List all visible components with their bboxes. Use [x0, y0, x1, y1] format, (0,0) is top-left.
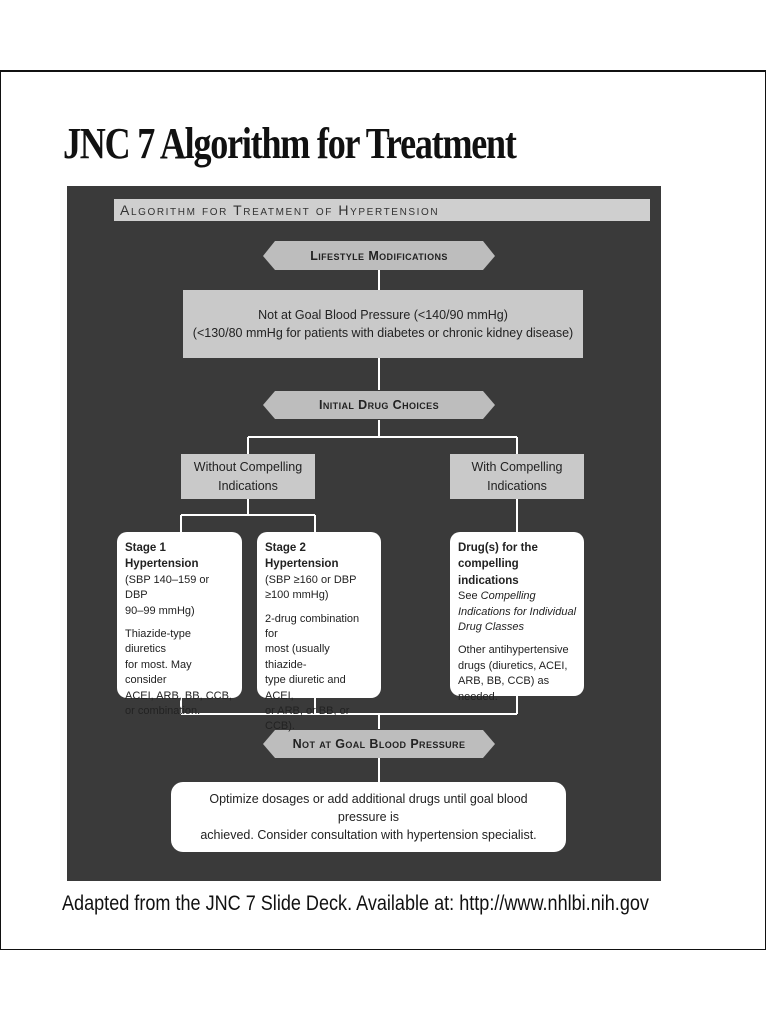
lifestyle-hex-shape	[263, 241, 495, 270]
source-caption: Adapted from the JNC 7 Slide Deck. Avail…	[62, 892, 649, 915]
initial-drug-choices: Initial Drug Choices	[319, 398, 439, 412]
stage1-therapy1: Thiazide-type diuretics	[125, 627, 192, 656]
stage2-therapy1: 2-drug combination for	[265, 612, 360, 640]
initial-hex-shape	[263, 391, 495, 419]
stage1-box: Stage 1 Hypertension (SBP 140–159 or DBP…	[117, 532, 242, 717]
goal-bp-line1: Not at Goal Blood Pressure (<140/90 mmHg…	[258, 307, 508, 322]
algorithm-header: Algorithm for Treatment of Hypertension	[114, 199, 650, 221]
compelling-other1: Other antihypertensive	[458, 644, 569, 657]
goal-bp-line2: (<130/80 mmHg for patients with diabetes…	[192, 326, 574, 340]
stage1-criteria2: 90–99 mmHg)	[125, 604, 195, 617]
compelling-title: Drug(s) for the	[458, 542, 538, 554]
stage2-title: Stage 2	[265, 542, 306, 554]
goal-bp-box: Not at Goal Blood Pressure (<140/90 mmHg…	[183, 290, 583, 358]
stage1-therapy3: ACEI, ARB, BB, CCB,	[125, 689, 232, 702]
slide-title: JNC 7 Algorithm for Treatment	[63, 119, 517, 168]
compelling-ref1: Compelling	[480, 590, 536, 603]
with-compelling-line2: Indications	[487, 478, 547, 493]
stage1-criteria1: (SBP 140–159 or DBP	[125, 573, 210, 602]
lifestyle-modifications: Lifestyle Modifications	[310, 248, 448, 263]
compelling-other3: ARB, BB, CCB) as needed.	[458, 675, 550, 703]
connector-lines	[180, 241, 518, 782]
without-compelling-line1: Without Compelling	[193, 460, 303, 475]
compelling-drugs-box: Drug(s) for the compelling indications S…	[450, 532, 584, 703]
stage2-therapy3: type diuretic and ACEI,	[265, 674, 346, 702]
with-compelling-box: With Compelling Indications	[450, 454, 584, 499]
stage2-box: Stage 2 Hypertension (SBP ≥160 or DBP ≥1…	[257, 532, 381, 732]
stage2-criteria2: ≥100 mmHg)	[265, 589, 329, 602]
not-at-goal-bp: Not at Goal Blood Pressure	[292, 737, 466, 751]
without-compelling-line2: Indications	[218, 478, 278, 493]
compelling-other2: drugs (diuretics, ACEI,	[458, 659, 568, 672]
compelling-see: See	[458, 590, 478, 603]
compelling-ref3: Drug Classes	[458, 620, 525, 633]
compelling-ref2: Indications for Individual	[458, 605, 577, 618]
optimize-box: Optimize dosages or add additional drugs…	[171, 782, 566, 852]
optimize-line1: Optimize dosages or add additional drugs…	[209, 791, 528, 824]
slide-frame	[0, 70, 766, 950]
stage2-criteria1: (SBP ≥160 or DBP	[265, 573, 357, 586]
without-compelling-box: Without Compelling Indications	[181, 454, 315, 499]
compelling-title2: compelling indications	[458, 558, 519, 587]
not-at-goal-hex-shape	[263, 730, 495, 758]
stage1-therapy4: or combination.	[125, 704, 201, 717]
algorithm-panel: Algorithm for Treatment of Hypertension …	[67, 186, 661, 881]
with-compelling-line1: With Compelling	[471, 460, 563, 475]
stage2-therapy4: or ARB, or BB, or CCB).	[265, 704, 350, 733]
stage1-title: Stage 1	[125, 542, 166, 554]
stage2-title2: Hypertension	[265, 558, 339, 571]
stage1-therapy2: for most. May consider	[125, 658, 192, 687]
stage1-title2: Hypertension	[125, 558, 199, 571]
optimize-line2: achieved. Consider consultation with hyp…	[200, 828, 537, 843]
stage2-therapy2: most (usually thiazide-	[265, 643, 330, 671]
